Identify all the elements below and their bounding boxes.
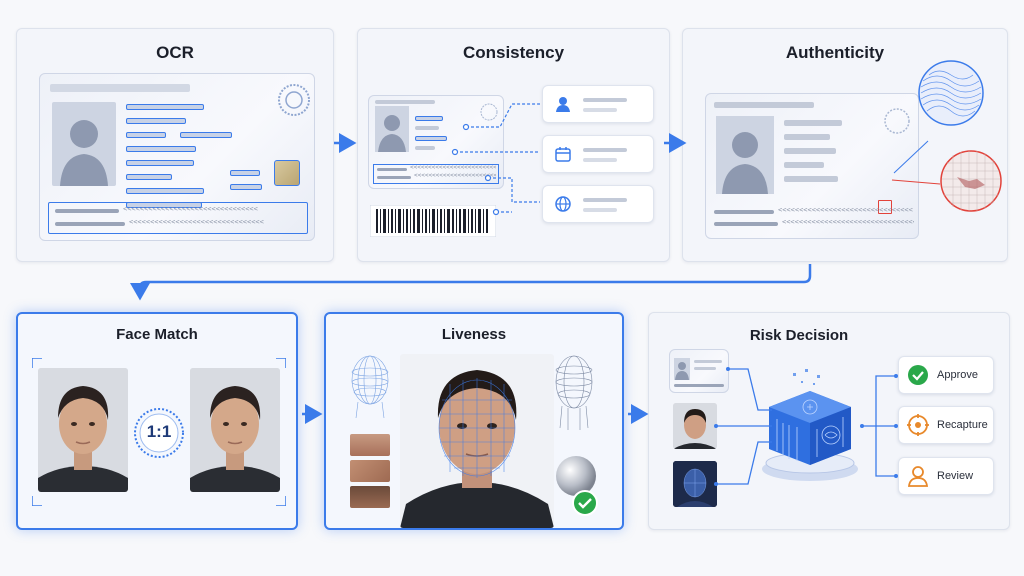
liveness-title: Liveness	[441, 326, 507, 343]
target-icon	[907, 414, 929, 436]
outcome-review: Review	[898, 457, 994, 495]
id-portrait-silhouette	[375, 106, 409, 152]
match-ring-icon	[134, 408, 184, 458]
consistency-id-card: <<<<<<<<<<<<<<<<<<<<<<<<<<<<<<<< <<<<<<<…	[368, 95, 504, 189]
check-circle-icon	[908, 365, 928, 385]
mesh-head-icon	[555, 355, 593, 430]
texture-sample-2	[350, 460, 390, 482]
outcome-approve-label: Approve	[937, 369, 978, 381]
authenticity-id-card: <<<<<<<<<<<<<<<<<<<<<<<<<<<<<<<< <<<<<<<…	[705, 93, 919, 239]
consistency-panel: Consistency <<<<<<<<<<<<<<<<<<<<<<<<<<<<…	[357, 28, 670, 262]
ocr-title: OCR	[156, 43, 194, 62]
mrz-box: <<<<<<<<<<<<<<<<<<<<<<<<<<<<<<<< <<<<<<<…	[373, 164, 499, 184]
ocr-panel: OCR <<<<<<<<<<<<<<<<<<<<<<<<<<<<<<	[16, 28, 334, 262]
face-match-title: Face Match	[116, 326, 198, 343]
microprint-zoom-icon	[940, 150, 1002, 212]
authenticity-panel: Authenticity <<<<<<<<<<<<<<<<<<<<<<<<<<<…	[682, 28, 1008, 262]
id-portrait-silhouette	[716, 116, 774, 194]
person-icon	[556, 97, 570, 112]
field-card-nationality	[542, 185, 654, 223]
barcode	[370, 205, 496, 237]
outcome-approve: Approve	[898, 356, 994, 394]
match-ratio-label: 1:1	[146, 422, 172, 441]
mrz-box: <<<<<<<<<<<<<<<<<<<<<<<<<<<<<<<< <<<<<<<…	[48, 202, 308, 234]
risk-input-liveness-photo	[673, 461, 717, 507]
selfie-face-photo	[190, 368, 280, 492]
field-card-date	[542, 135, 654, 173]
consistency-title: Consistency	[462, 43, 565, 62]
texture-sample-1	[350, 434, 390, 456]
globe-icon	[555, 196, 571, 212]
field-card-name	[542, 85, 654, 123]
hologram-zoom-icon	[918, 60, 984, 126]
arrow-authenticity-to-facematch	[130, 264, 812, 301]
ocr-id-card: <<<<<<<<<<<<<<<<<<<<<<<<<<<<<<<< <<<<<<<…	[39, 73, 315, 241]
risk-input-face-photo	[673, 403, 717, 449]
decision-engine-icon	[762, 369, 858, 481]
outcome-recapture: Recapture	[898, 406, 994, 444]
depth-head-icon	[351, 355, 389, 419]
reflection-sphere-icon	[556, 456, 596, 496]
face-match-panel: Face Match 1:1	[16, 312, 298, 530]
tamper-region-marker	[878, 200, 892, 214]
liveness-panel: Liveness	[324, 312, 624, 530]
calendar-icon	[555, 147, 571, 162]
texture-sample-3	[350, 486, 390, 508]
risk-decision-title: Risk Decision	[749, 327, 849, 344]
id-portrait-silhouette	[52, 102, 116, 186]
liveness-face-photo	[400, 354, 554, 528]
outcome-recapture-label: Recapture	[937, 419, 988, 431]
id-face-photo	[38, 368, 128, 492]
outcome-review-label: Review	[937, 470, 974, 482]
mrz-line-1: <<<<<<<<<<<<<<<<<<<<<<<<<<<<<<<<	[123, 205, 258, 213]
liveness-pass-check-icon	[572, 490, 598, 516]
mrz-line-2: <<<<<<<<<<<<<<<<<<<<<<<<<<<<<<<<	[129, 218, 264, 226]
person-icon	[907, 466, 929, 487]
seal-icon	[278, 84, 310, 116]
chip-icon	[274, 160, 300, 186]
seal-icon	[884, 108, 910, 134]
risk-input-id-card	[669, 349, 729, 393]
authenticity-title: Authenticity	[785, 43, 885, 62]
